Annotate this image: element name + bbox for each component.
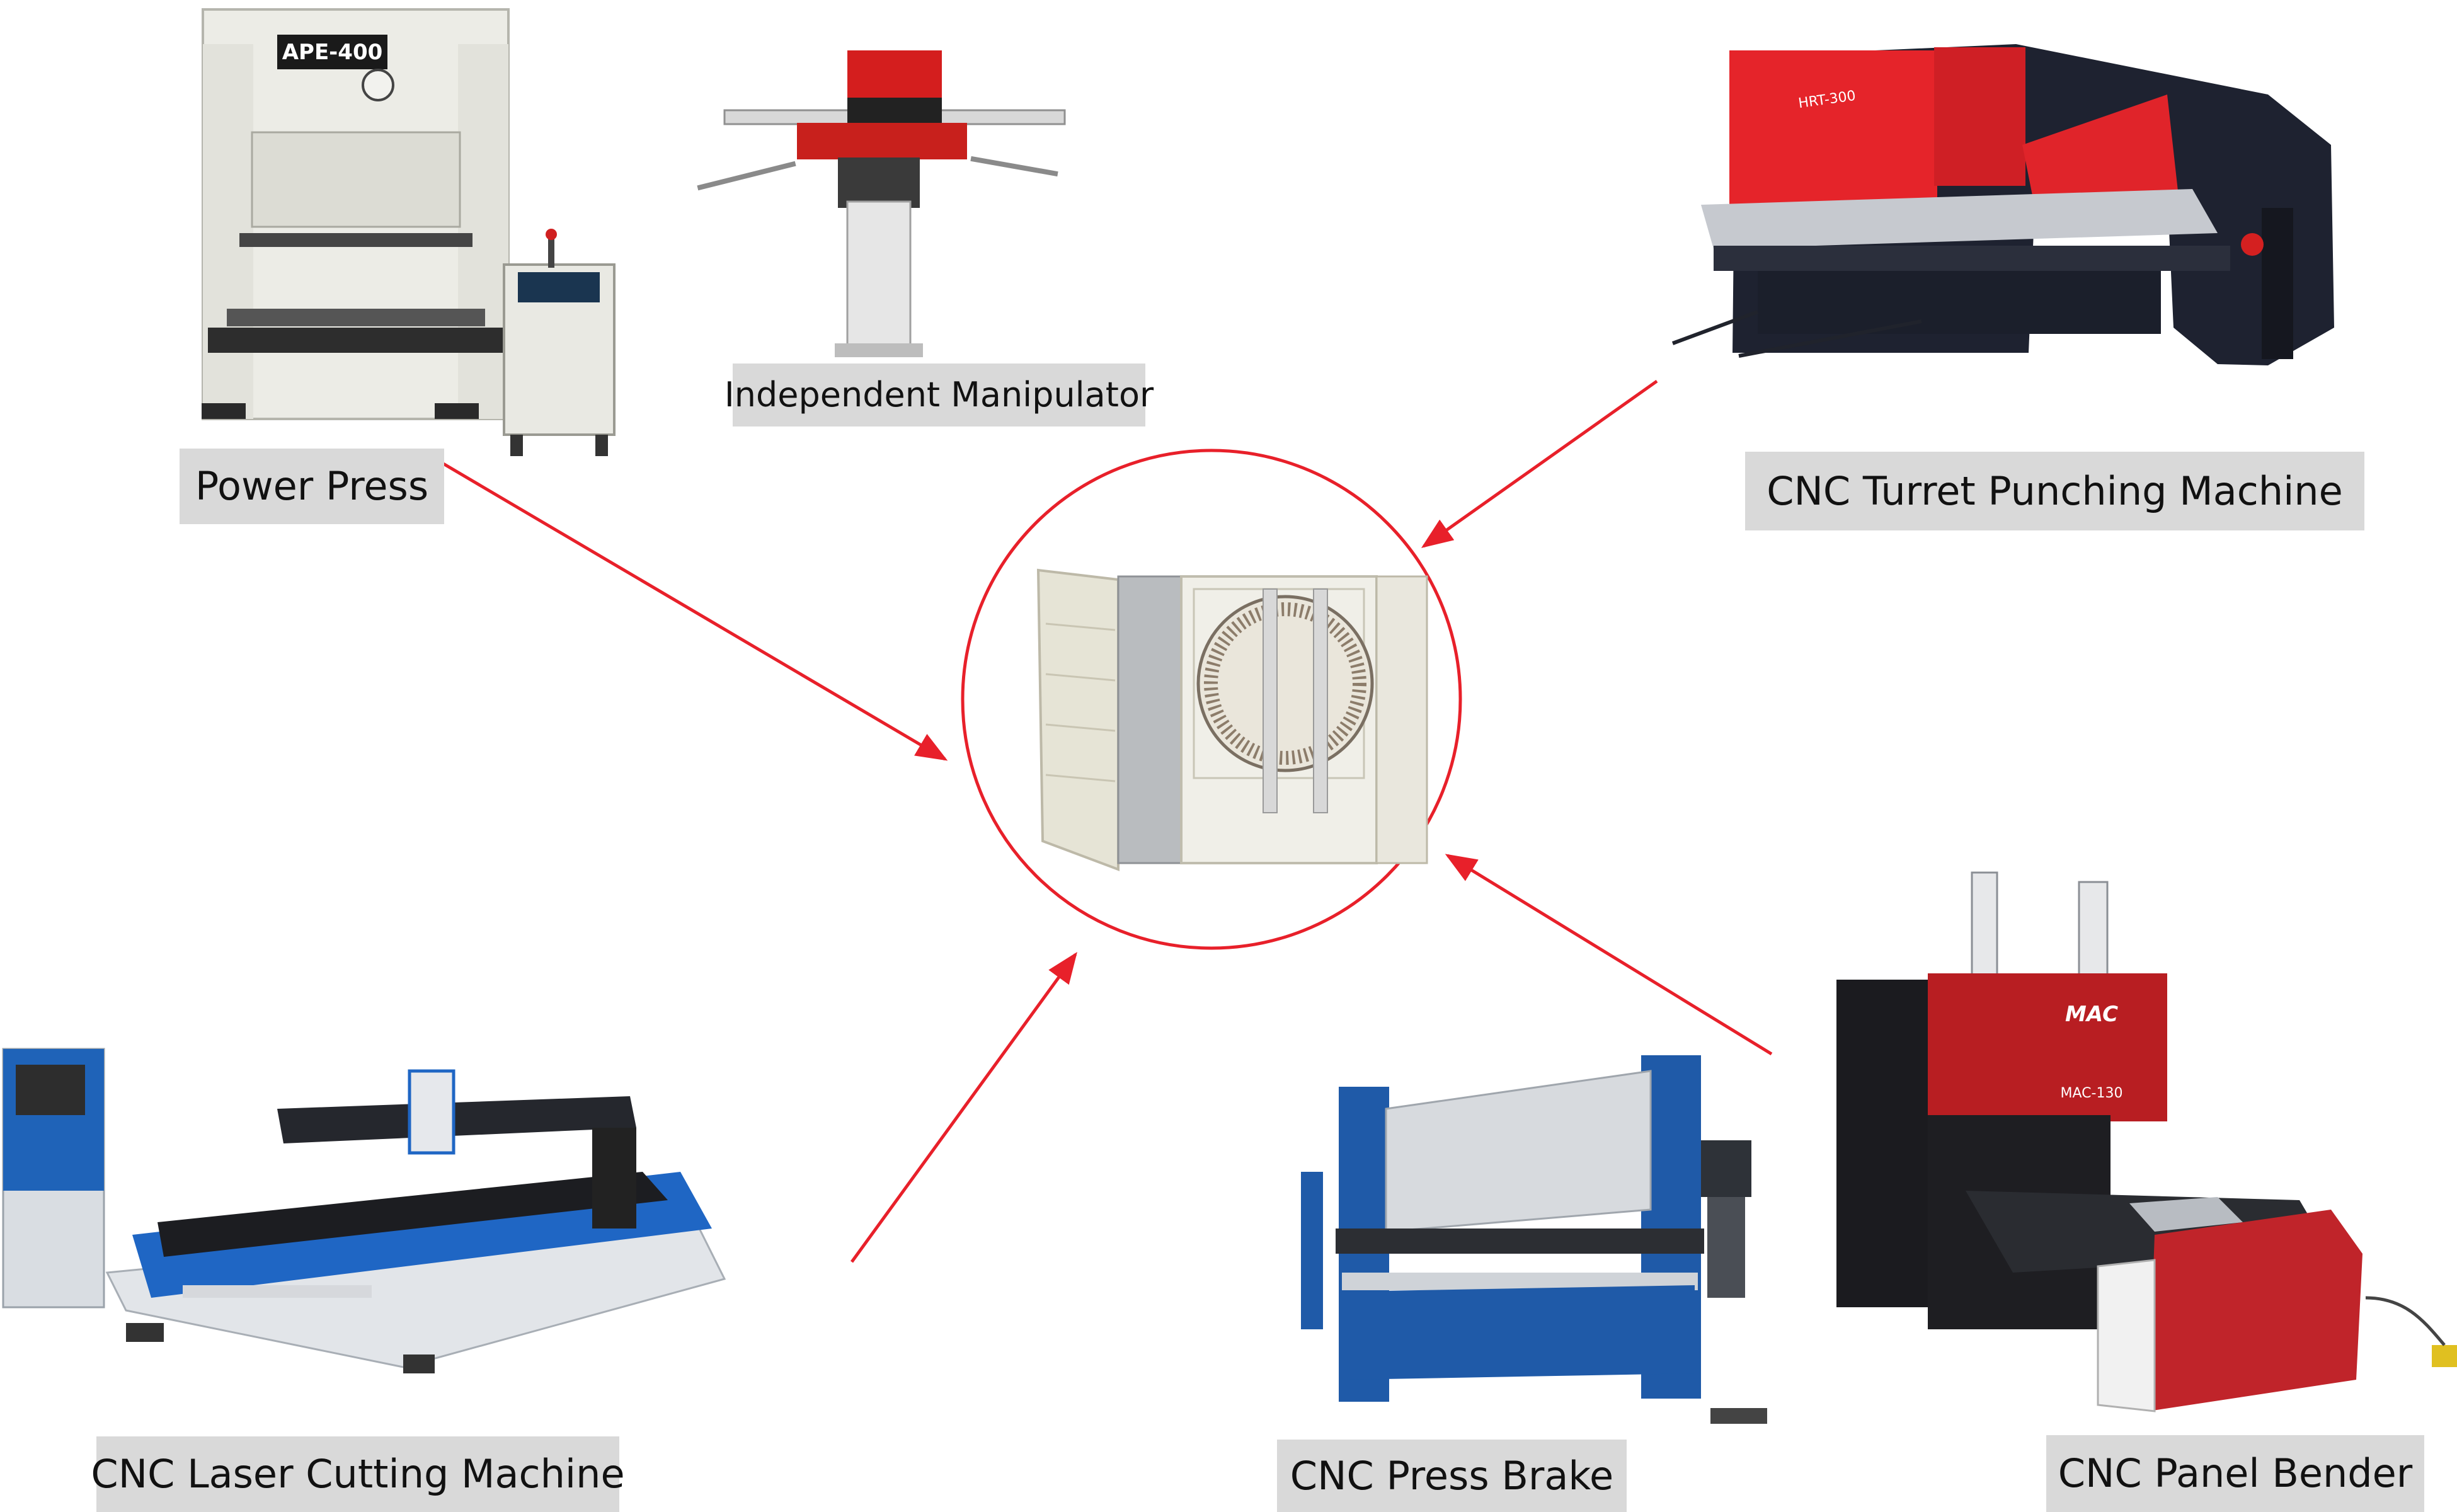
cnc-laser-cutting-machine-image xyxy=(2,1048,726,1373)
arrow-press-brake xyxy=(1445,854,1773,1056)
arrow-power-press xyxy=(430,455,948,761)
label-power-press: Power Press xyxy=(180,449,444,524)
independent-manipulator-image xyxy=(697,50,1066,357)
panel-bender-nameplate: MAC-130 xyxy=(2060,1085,2123,1101)
cnc-press-brake-image xyxy=(1301,1055,1767,1424)
label-cnc-panel-bender: CNC Panel Bender xyxy=(2046,1435,2424,1512)
process-arrows xyxy=(430,379,1773,1263)
label-cnc-laser-cutting-machine: CNC Laser Cutting Machine xyxy=(91,1436,625,1512)
label-cnc-turret-punching-machine: CNC Turret Punching Machine xyxy=(1745,452,2364,530)
arrow-laser-cutting xyxy=(850,951,1077,1263)
cnc-panel-bender-image xyxy=(1836,871,2457,1412)
panel-bender-brand: MAC xyxy=(2065,1002,2119,1027)
power-press-image xyxy=(202,8,616,456)
cnc-turret-punching-machine-image xyxy=(1671,44,2334,365)
arrow-turret-punching xyxy=(1421,379,1658,548)
center-product-image xyxy=(961,449,1462,950)
label-independent-manipulator: Independent Manipulator xyxy=(724,364,1154,427)
power-press-nameplate: APE-400 xyxy=(282,39,383,65)
label-cnc-press-brake: CNC Press Brake xyxy=(1277,1440,1627,1512)
